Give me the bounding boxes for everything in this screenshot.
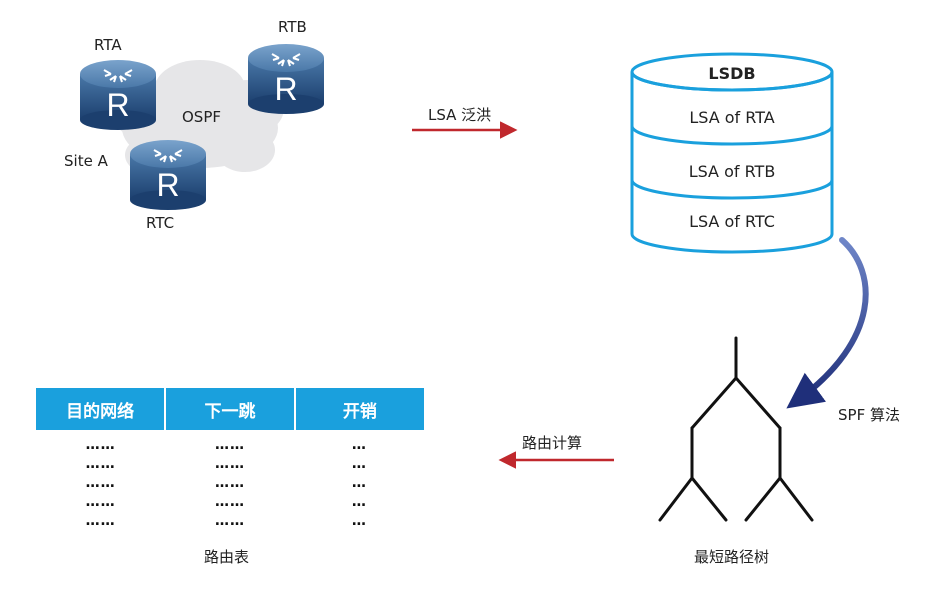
svg-text:R: R xyxy=(156,167,179,203)
table-cell: … xyxy=(351,437,367,453)
shortest-path-tree-icon xyxy=(658,336,814,522)
table-cell: …… xyxy=(214,513,245,529)
table-row: …… …… … xyxy=(36,512,424,531)
spf-arrow xyxy=(786,237,869,409)
table-cell: …… xyxy=(85,456,116,472)
router-rtb-label: RTB xyxy=(278,18,307,36)
lsa-flood-label: LSA 泛洪 xyxy=(428,106,492,124)
table-cell: … xyxy=(351,475,367,491)
tree-caption: 最短路径树 xyxy=(694,548,770,566)
table-cell: …… xyxy=(85,513,116,529)
router-rtc-icon: R xyxy=(130,140,206,210)
table-cell: …… xyxy=(214,437,245,453)
header-next-hop: 下一跳 xyxy=(165,388,296,430)
table-row: …… …… … xyxy=(36,430,424,455)
table-cell: …… xyxy=(214,475,245,491)
header-destination: 目的网络 xyxy=(36,388,167,430)
lsdb-title: LSDB xyxy=(708,64,756,83)
routing-table-caption: 路由表 xyxy=(204,548,250,566)
table-row: …… …… … xyxy=(36,474,424,493)
table-cell: … xyxy=(351,456,367,472)
table-cell: …… xyxy=(214,494,245,510)
spf-label: SPF 算法 xyxy=(838,406,900,424)
lsdb-entry-rtc: LSA of RTC xyxy=(689,212,775,231)
routing-table-header-row: 目的网络 下一跳 开销 xyxy=(36,388,424,430)
table-row: …… …… … xyxy=(36,455,424,474)
table-cell: …… xyxy=(85,437,116,453)
table-cell: … xyxy=(351,513,367,529)
router-rtb-icon: R xyxy=(248,44,324,114)
table-cell: …… xyxy=(85,475,116,491)
header-cost: 开销 xyxy=(294,388,424,430)
route-calc-label: 路由计算 xyxy=(522,434,583,452)
router-rta-label: RTA xyxy=(94,36,122,54)
lsdb-cylinder xyxy=(630,52,834,254)
table-cell: …… xyxy=(214,456,245,472)
lsdb-entry-rtb: LSA of RTB xyxy=(688,162,776,181)
lsdb-entry-rta: LSA of RTA xyxy=(689,108,775,127)
svg-text:R: R xyxy=(274,71,297,107)
table-cell: … xyxy=(351,494,367,510)
site-label: Site A xyxy=(64,152,108,170)
routing-table: 目的网络 下一跳 开销 …… …… … …… …… … …… …… … …… xyxy=(36,388,424,531)
table-row: …… …… … xyxy=(36,493,424,512)
router-rtc-label: RTC xyxy=(146,214,175,232)
ospf-cloud-label: OSPF xyxy=(182,108,222,126)
svg-text:R: R xyxy=(106,87,129,123)
table-cell: …… xyxy=(85,494,116,510)
router-rta-icon: R xyxy=(80,60,156,130)
